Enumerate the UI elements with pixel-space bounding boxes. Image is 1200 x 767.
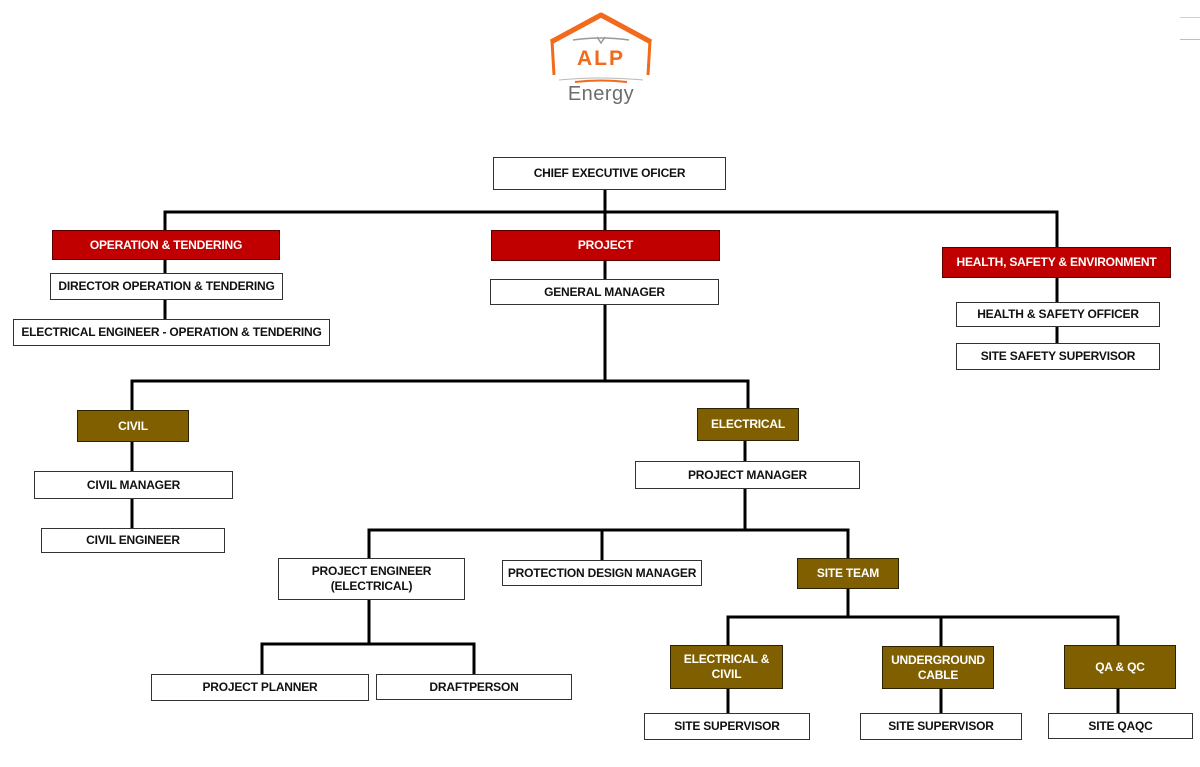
node-label: PROJECT MANAGER (687, 467, 807, 482)
node-site-qaqc[interactable]: SITE QAQC (1048, 713, 1193, 739)
connector-top-bus (163, 210, 1059, 249)
node-label: PROJECT (577, 238, 634, 252)
node-label: CHIEF EXECUTIVE OFICER (533, 166, 686, 180)
dept-electrical[interactable]: ELECTRICAL (697, 408, 799, 441)
connector-site-bus (726, 615, 1120, 647)
node-site-supervisor-underground[interactable]: SITE SUPERVISOR (860, 713, 1022, 740)
node-civil-engineer[interactable]: CIVIL ENGINEER (41, 528, 225, 553)
logo-subtitle: Energy (567, 83, 635, 105)
dept-site-team[interactable]: SITE TEAM (797, 558, 899, 589)
node-label: GENERAL MANAGER (544, 284, 665, 299)
node-label: PROTECTION DESIGN MANAGER (507, 565, 697, 580)
group-underground-cable[interactable]: UNDERGROUND CABLE (882, 646, 994, 689)
node-label: SITE SUPERVISOR (674, 719, 780, 733)
node-label-line2: (ELECTRICAL) (330, 579, 413, 593)
node-label-line2: CABLE (917, 667, 959, 682)
node-label: ELECTRICAL ENGINEER - OPERATION & TENDER… (21, 325, 322, 339)
node-ceo[interactable]: CHIEF EXECUTIVE OFICER (493, 157, 726, 190)
node-label: SITE TEAM (816, 566, 880, 580)
node-label: DIRECTOR OPERATION & TENDERING (58, 279, 275, 293)
node-label-line1: PROJECT ENGINEER (311, 564, 432, 578)
node-label: SITE SUPERVISOR (888, 719, 994, 733)
node-label: SITE QAQC (1088, 718, 1153, 733)
node-electrical-engineer-operation[interactable]: ELECTRICAL ENGINEER - OPERATION & TENDER… (13, 319, 330, 346)
dept-hse[interactable]: HEALTH, SAFETY & ENVIRONMENT (942, 247, 1171, 278)
node-site-supervisor-electrical-civil[interactable]: SITE SUPERVISOR (644, 713, 810, 740)
connector-project-bus (130, 379, 750, 412)
connector-engineer-bus (260, 642, 476, 676)
connector-electrical-bus (367, 528, 850, 560)
node-label: CIVIL (118, 418, 148, 433)
node-label: OPERATION & TENDERING (89, 237, 243, 252)
node-project-engineer[interactable]: PROJECT ENGINEER (ELECTRICAL) (278, 558, 465, 600)
node-label-line1: UNDERGROUND (891, 652, 985, 667)
node-health-safety-officer[interactable]: HEALTH & SAFETY OFFICER (956, 302, 1160, 327)
dept-project[interactable]: PROJECT (491, 230, 720, 261)
node-director-operation[interactable]: DIRECTOR OPERATION & TENDERING (50, 273, 283, 300)
node-site-safety-supervisor[interactable]: SITE SAFETY SUPERVISOR (956, 343, 1160, 370)
group-qa-qc[interactable]: QA & QC (1064, 645, 1176, 689)
node-label: CIVIL MANAGER (86, 477, 181, 492)
group-electrical-civil[interactable]: ELECTRICAL & CIVIL (670, 645, 783, 689)
node-label: SITE SAFETY SUPERVISOR (980, 349, 1136, 363)
node-label: HEALTH, SAFETY & ENVIRONMENT (956, 255, 1157, 269)
node-protection-design-manager[interactable]: PROTECTION DESIGN MANAGER (502, 560, 702, 586)
corner-fragment (1180, 17, 1200, 40)
node-general-manager[interactable]: GENERAL MANAGER (490, 279, 719, 305)
dept-operation-tendering[interactable]: OPERATION & TENDERING (52, 230, 280, 260)
roof-icon (549, 12, 653, 83)
node-draftperson[interactable]: DRAFTPERSON (376, 674, 572, 700)
node-project-manager[interactable]: PROJECT MANAGER (635, 461, 860, 489)
alp-energy-logo: ALP Energy (545, 10, 657, 110)
node-label: ELECTRICAL (711, 417, 785, 431)
dept-civil[interactable]: CIVIL (77, 410, 189, 442)
node-label: HEALTH & SAFETY OFFICER (977, 307, 1139, 321)
node-project-planner[interactable]: PROJECT PLANNER (151, 674, 369, 701)
node-label: PROJECT PLANNER (202, 680, 318, 694)
node-label: QA & QC (1095, 659, 1145, 674)
node-label-line2: CIVIL (711, 667, 742, 681)
node-civil-manager[interactable]: CIVIL MANAGER (34, 471, 233, 499)
node-label-line1: ELECTRICAL & (683, 652, 770, 666)
logo-brand: ALP (577, 47, 625, 70)
node-label: DRAFTPERSON (429, 679, 519, 694)
node-label: CIVIL ENGINEER (86, 533, 180, 547)
